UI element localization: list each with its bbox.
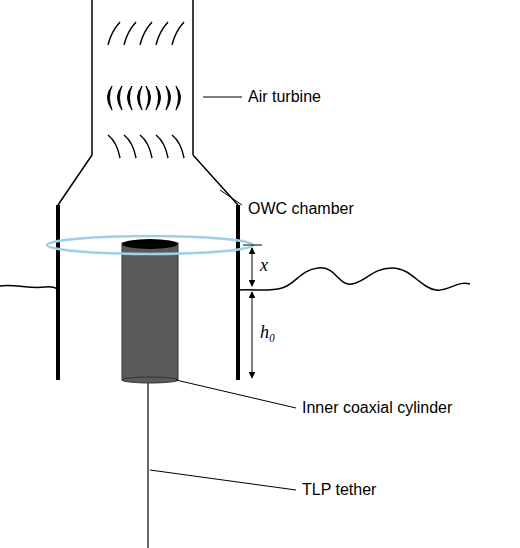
part-label: Inner coaxial cylinder [302,399,452,417]
turbine-blade [108,22,120,45]
dimension-label: x [260,255,268,276]
turbine-blade [156,86,161,110]
chamber-wall [56,205,60,380]
turbine-blade [124,22,136,45]
part-label: TLP tether [302,481,376,499]
tlp-tether [147,380,148,548]
chamber-cone [58,155,92,205]
dimension-line [252,292,253,378]
turbine-blade [108,86,113,110]
turbine-blade [128,86,133,110]
part-label: OWC chamber [248,200,354,218]
leader-line [150,470,296,490]
sea-surface [0,286,58,289]
turbine-blade [140,135,152,158]
turbine-blade [156,22,168,45]
leader-line [176,380,296,408]
duct-wall [192,0,194,155]
turbine-blades [108,22,185,158]
inner-cylinder [122,243,178,380]
chamber-wall [236,205,240,380]
turbine-blade [156,135,168,158]
inner-cylinder-top [122,239,178,249]
inner-cylinder [122,377,178,383]
dimension-line [252,248,253,286]
turbine-blade [172,22,184,45]
turbine-blade [172,135,184,158]
turbine-blade [138,86,143,110]
duct-wall [91,0,93,155]
turbine-blade [140,22,152,45]
turbine-blade [146,86,151,110]
turbine-blade [108,135,120,158]
leader-line [220,190,242,205]
dimension-tick [243,245,262,246]
turbine-blade [166,86,171,110]
sea-surface [238,268,470,290]
dimension-label: h₀ [260,322,275,343]
leader-line [203,97,242,98]
turbine-blade [118,86,123,110]
turbine-blade [176,86,181,110]
turbine-blade [124,135,136,158]
part-label: Air turbine [248,88,321,106]
water-column-surface [47,236,253,254]
